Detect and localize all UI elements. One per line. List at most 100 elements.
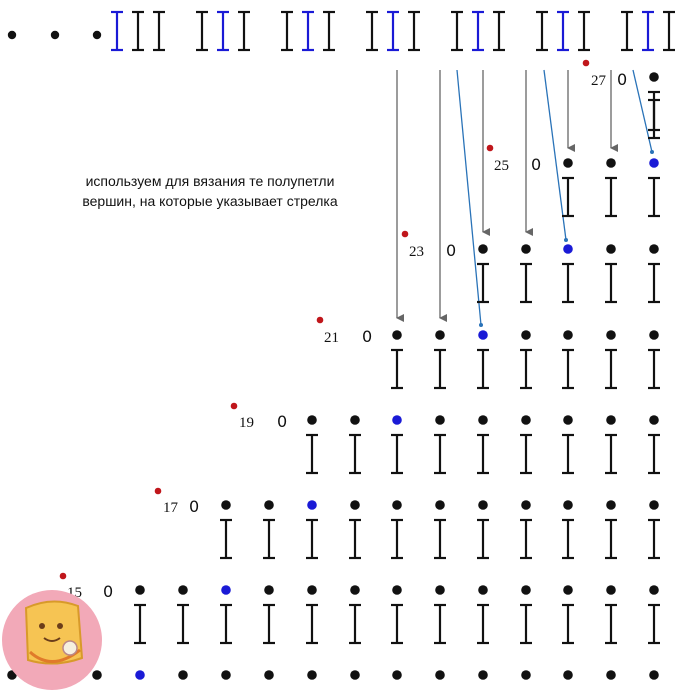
- mascot-logo-icon: [2, 590, 102, 690]
- chain-stitch-icon: [521, 500, 531, 510]
- dc-stitch-icon: [451, 10, 463, 52]
- blue-arrow-tip: [564, 238, 568, 242]
- chain-stitch-icon: [92, 670, 102, 680]
- chain-stitch-icon: [435, 500, 445, 510]
- chain-stitch-icon: [563, 330, 573, 340]
- dc-stitch-icon: [562, 603, 574, 645]
- dc-stitch-icon: [562, 433, 574, 475]
- dc-stitch-icon: [493, 10, 505, 52]
- chain-stitch-icon: [307, 415, 317, 425]
- chain-stitch-icon: [521, 415, 531, 425]
- row-marker-icon: [401, 230, 409, 238]
- dc-stitch-icon: [520, 433, 532, 475]
- chain-stitch-icon: [521, 244, 531, 254]
- dc-stitch-icon: [220, 603, 232, 645]
- dc-stitch-icon: [434, 433, 446, 475]
- chain-stitch-icon: [478, 670, 488, 680]
- dc-stitch-icon: [434, 348, 446, 390]
- dc-stitch-icon: [220, 518, 232, 560]
- row-marker-icon: [486, 144, 494, 152]
- dc-stitch-icon: [349, 433, 361, 475]
- row-marker-icon: [59, 572, 67, 580]
- chain-stitch-icon: [563, 500, 573, 510]
- row-marker-icon: [582, 59, 590, 67]
- row-zero-mark: 0: [531, 155, 541, 174]
- chain-stitch-icon: [649, 415, 659, 425]
- chain-stitch-icon: [649, 670, 659, 680]
- dc-stitch-icon: [648, 98, 660, 140]
- chain-stitch-icon: [50, 30, 60, 40]
- chain-stitch-icon: [221, 670, 231, 680]
- chain-stitch-icon: [563, 158, 573, 168]
- chain-stitch-icon: [606, 585, 616, 595]
- dc-stitch-icon: [366, 10, 378, 52]
- highlighted-dc-stitch-icon: [217, 10, 229, 52]
- chain-stitch-icon: [178, 670, 188, 680]
- row-number: 21: [324, 330, 339, 346]
- dc-stitch-icon: [391, 518, 403, 560]
- dc-stitch-icon: [177, 603, 189, 645]
- chain-stitch-icon: [350, 670, 360, 680]
- dc-stitch-icon: [391, 348, 403, 390]
- dc-stitch-icon: [153, 10, 165, 52]
- highlighted-chain-stitch-icon: [135, 670, 145, 680]
- row-zero-mark: 0: [103, 582, 113, 601]
- chain-stitch-icon: [392, 500, 402, 510]
- chain-stitch-icon: [435, 330, 445, 340]
- top-row-stitches: [7, 10, 675, 52]
- row-number: 17: [163, 500, 179, 516]
- chain-stitch-icon: [435, 415, 445, 425]
- highlighted-chain-stitch-icon: [649, 158, 659, 168]
- highlighted-dc-stitch-icon: [302, 10, 314, 52]
- dc-stitch-icon: [132, 10, 144, 52]
- dc-stitch-icon: [391, 433, 403, 475]
- dc-stitch-icon: [434, 518, 446, 560]
- dc-stitch-icon: [434, 603, 446, 645]
- chain-stitch-icon: [350, 585, 360, 595]
- chain-stitch-icon: [606, 670, 616, 680]
- row-zero-mark: 0: [277, 412, 287, 431]
- highlighted-chain-stitch-icon: [392, 415, 402, 425]
- highlighted-dc-stitch-icon: [387, 10, 399, 52]
- dc-stitch-icon: [477, 433, 489, 475]
- pointer-arrows: [396, 69, 654, 327]
- dc-stitch-icon: [648, 176, 660, 218]
- dc-stitch-icon: [391, 603, 403, 645]
- dc-stitch-icon: [605, 603, 617, 645]
- chain-stitch-icon: [606, 415, 616, 425]
- chain-stitch-icon: [135, 585, 145, 595]
- chain-stitch-icon: [264, 670, 274, 680]
- row-number: 23: [409, 244, 424, 260]
- dc-stitch-icon: [648, 603, 660, 645]
- chain-stitch-icon: [478, 585, 488, 595]
- row-marker-icon: [316, 316, 324, 324]
- blue-arrow: [456, 69, 482, 326]
- dc-stitch-icon: [562, 176, 574, 218]
- dc-stitch-icon: [520, 518, 532, 560]
- dc-stitch-icon: [306, 518, 318, 560]
- blue-arrow: [543, 69, 567, 241]
- row-number: 27: [591, 73, 607, 89]
- row-zero-mark: 0: [189, 497, 199, 516]
- highlighted-chain-stitch-icon: [307, 500, 317, 510]
- dc-stitch-icon: [663, 10, 675, 52]
- dc-stitch-icon: [578, 10, 590, 52]
- blue-arrow-tip: [650, 150, 654, 154]
- chain-stitch-icon: [350, 500, 360, 510]
- row-zero-mark: 0: [446, 241, 456, 260]
- chain-stitch-icon: [563, 585, 573, 595]
- note-line-2: вершин, на которые указывает стрелка: [82, 193, 338, 209]
- chain-stitch-icon: [478, 415, 488, 425]
- dc-stitch-icon: [605, 176, 617, 218]
- chain-stitch-icon: [521, 670, 531, 680]
- chain-stitch-icon: [649, 330, 659, 340]
- row-number: 19: [239, 415, 254, 431]
- blue-arrow-tip: [479, 323, 483, 327]
- instruction-note: используем для вязания те полупетли верш…: [40, 171, 380, 211]
- dc-stitch-icon: [562, 262, 574, 304]
- dc-stitch-icon: [263, 518, 275, 560]
- dc-stitch-icon: [605, 348, 617, 390]
- chain-stitch-icon: [264, 500, 274, 510]
- chain-stitch-icon: [563, 670, 573, 680]
- chain-stitch-icon: [221, 500, 231, 510]
